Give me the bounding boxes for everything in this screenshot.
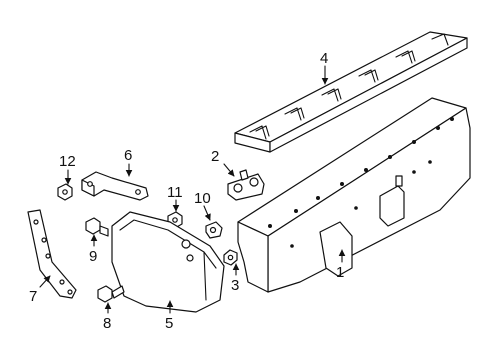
leader-7 [39,275,51,288]
clip-part-10 [205,221,223,239]
bumper-face-bar-part [237,97,471,293]
mounting-bracket-part [227,169,265,201]
leader-10 [203,205,211,221]
callout-11: 11 [167,184,183,201]
nut-part-12 [57,183,73,201]
leader-2 [223,163,235,177]
strap-bracket-part [27,209,77,299]
callout-4: 4 [320,50,328,67]
step-pad-part [234,31,468,153]
bolt-part-9 [85,217,109,237]
nut-part-3 [223,249,238,266]
callout-7: 7 [29,288,37,305]
callout-8: 8 [103,315,111,332]
hanger-bracket-part [81,171,149,201]
callout-5: 5 [165,315,173,332]
callout-12: 12 [59,153,76,170]
callout-6: 6 [124,147,132,164]
bolt-part-8 [97,285,125,303]
callout-2: 2 [211,148,219,165]
callout-9: 9 [89,248,97,265]
callout-10: 10 [194,190,211,207]
callout-3: 3 [231,277,239,294]
callout-leaders [39,65,346,314]
callout-1: 1 [336,264,344,281]
callout-labels: 4 1 2 3 6 12 11 10 9 8 7 5 [29,50,344,332]
side-shield-part [111,211,225,313]
